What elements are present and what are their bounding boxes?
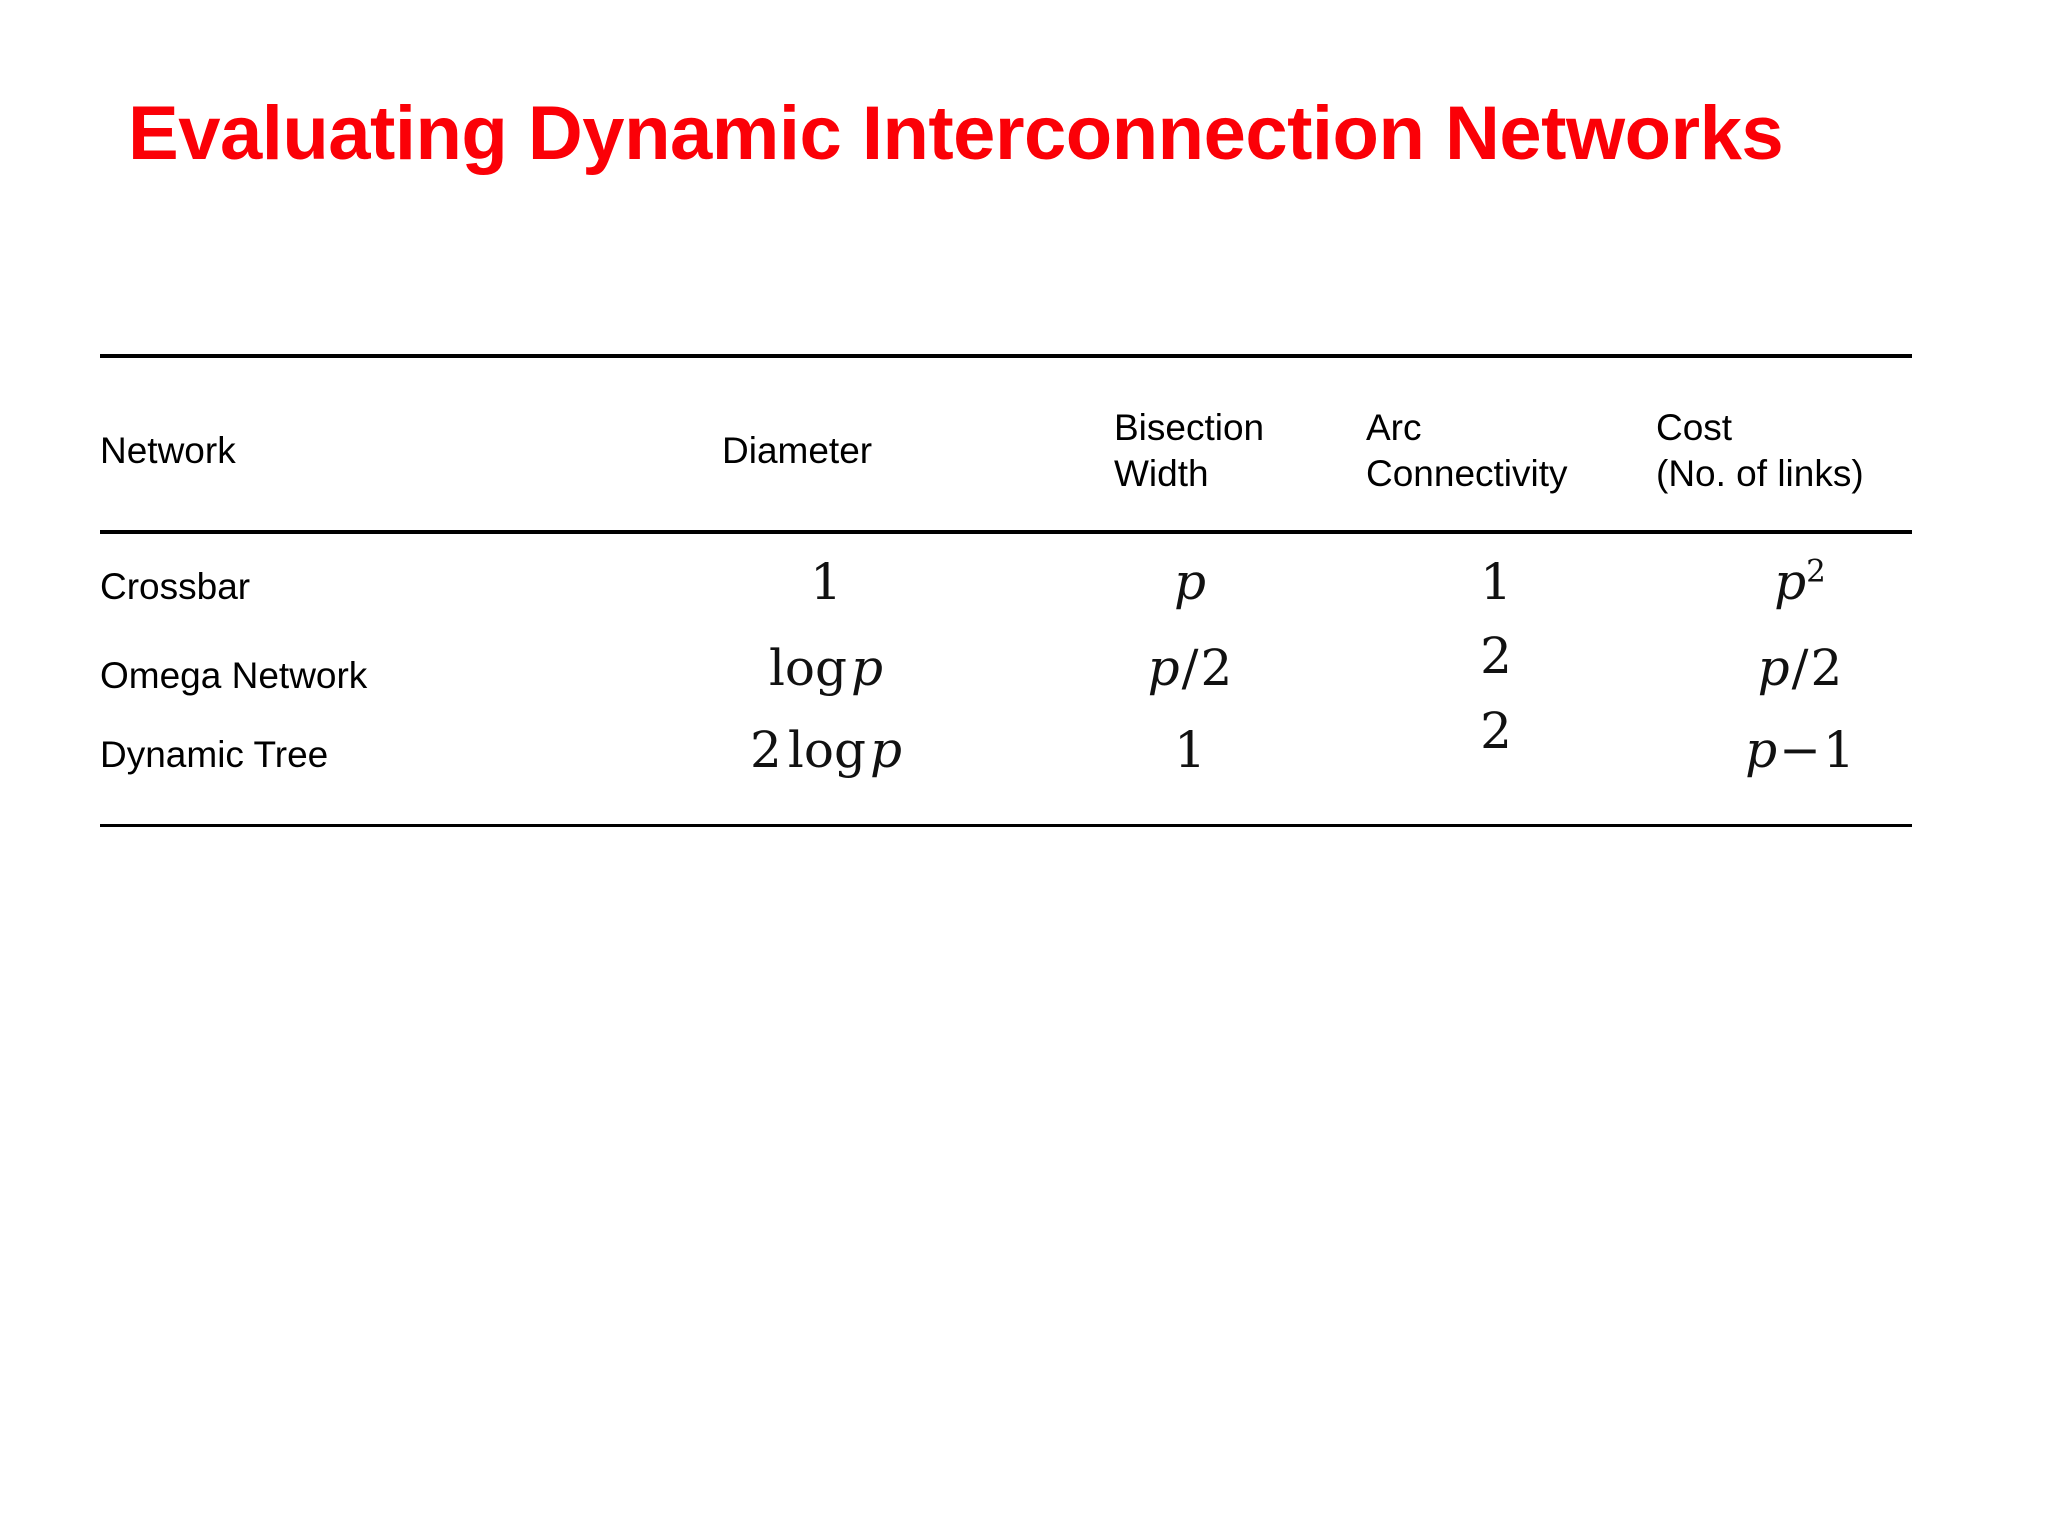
cell-crossbar-bisection-width: p (1174, 554, 1206, 610)
cell-omega-bisection-width: p/2 (1148, 640, 1233, 696)
math-number: 2 (1200, 639, 1233, 697)
math-number: 2 (1810, 639, 1843, 697)
math-number: 1 (1823, 721, 1855, 779)
table-header-rule (100, 530, 1912, 534)
math-exponent: 2 (1806, 553, 1826, 590)
table-row-label-dynamic-tree: Dynamic Tree (100, 734, 329, 775)
math-variable: p (1173, 553, 1207, 611)
column-header-cost: Cost (No. of links) (1656, 407, 1864, 494)
column-header-bisection-width: Bisection Width (1114, 407, 1265, 494)
cell-omega-arc-connectivity: 2 (1480, 628, 1512, 684)
network-comparison-table: Network Diameter Bisection Width Arc Con… (100, 350, 1912, 840)
math-variable: p (1757, 639, 1790, 697)
math-number: 1 (810, 553, 842, 611)
math-function: log (768, 639, 848, 697)
table-bottom-rule (100, 824, 1912, 827)
math-function: log (787, 721, 866, 779)
column-header-network: Network (100, 430, 236, 471)
table-top-rule (100, 354, 1912, 358)
column-header-diameter: Diameter (722, 430, 873, 471)
math-operator: / (1181, 639, 1199, 697)
table-row-label-omega-network: Omega Network (100, 655, 368, 696)
cell-dynamic-tree-bisection-width: 1 (1174, 722, 1206, 778)
math-number: 1 (1174, 721, 1206, 779)
math-variable: p (851, 639, 884, 697)
math-number: 2 (1480, 627, 1512, 685)
math-number: 2 (1480, 702, 1512, 760)
math-operator: / (1791, 639, 1809, 697)
cell-omega-cost: p/2 (1758, 640, 1843, 696)
math-coefficient: 2 (750, 721, 782, 779)
math-variable: p (1774, 553, 1807, 611)
math-number: 1 (1480, 553, 1512, 611)
cell-crossbar-diameter: 1 (810, 554, 842, 610)
column-header-arc-connectivity: Arc Connectivity (1366, 407, 1568, 494)
math-variable: p (1147, 639, 1180, 697)
math-variable: p (1745, 721, 1778, 779)
cell-crossbar-cost: p2 (1774, 554, 1826, 610)
table-row-label-crossbar: Crossbar (100, 566, 251, 607)
page-title: Evaluating Dynamic Interconnection Netwo… (128, 91, 1784, 176)
math-variable: p (869, 721, 902, 779)
cell-dynamic-tree-cost: p−1 (1745, 722, 1855, 778)
cell-omega-diameter: logp (769, 640, 883, 696)
cell-crossbar-arc-connectivity: 1 (1480, 554, 1512, 610)
math-operator: − (1779, 721, 1822, 779)
cell-dynamic-tree-arc-connectivity: 2 (1480, 703, 1512, 759)
